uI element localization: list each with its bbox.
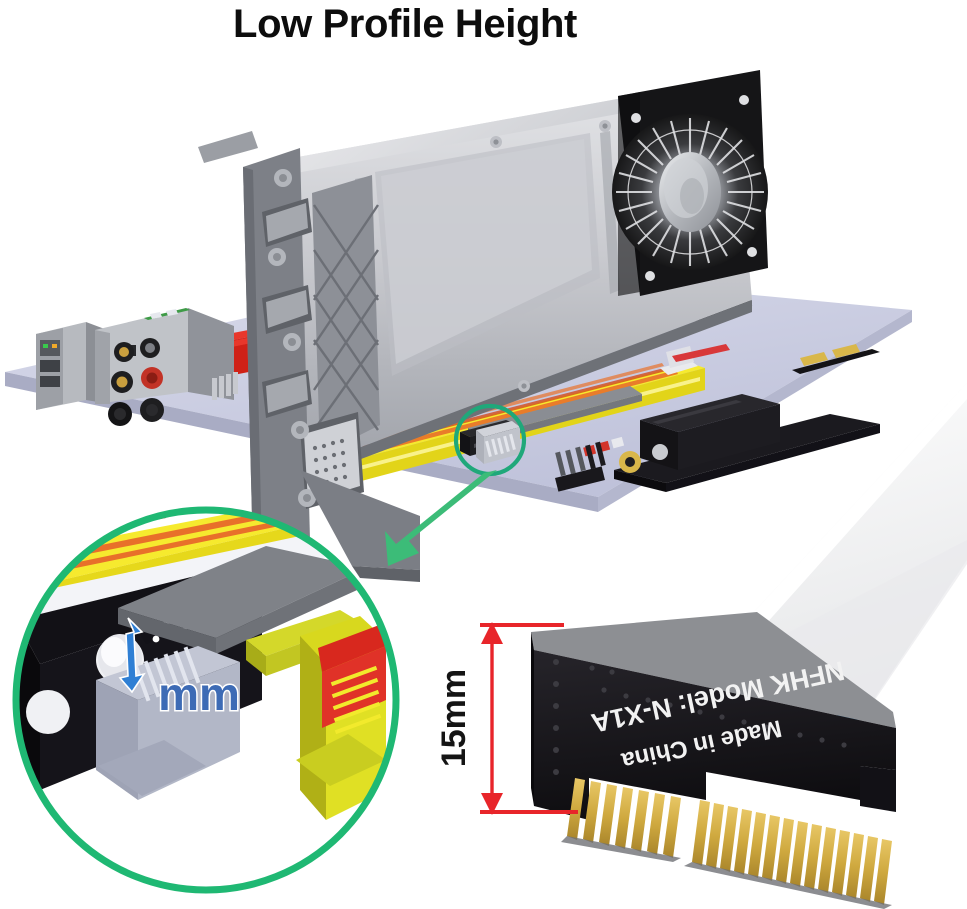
inset-circle-border — [12, 506, 400, 894]
pcie-x1-gold-fingers — [561, 778, 892, 909]
height-dimension-annotation: 15mm — [435, 622, 578, 815]
inset-measure-label: mm — [158, 668, 240, 720]
rear-io-panel — [36, 308, 234, 426]
audio-jacks — [108, 338, 164, 426]
height-dimension-label: 15mm — [435, 669, 473, 767]
inset-content — [16, 510, 396, 890]
board-components — [144, 308, 238, 400]
riser-adapter-pcb: NFHK Model: N-X1A Made in China — [531, 612, 896, 820]
clearance-double-arrow — [118, 617, 146, 694]
page-title: Low Profile Height — [233, 2, 577, 46]
pcie-x1-slot-region — [460, 420, 520, 464]
gpu-io-bracket — [198, 131, 380, 556]
gpu-display-ports — [262, 198, 364, 509]
callout-arrow — [385, 470, 497, 566]
graphics-card — [198, 70, 768, 582]
riser-card-module — [583, 344, 880, 492]
